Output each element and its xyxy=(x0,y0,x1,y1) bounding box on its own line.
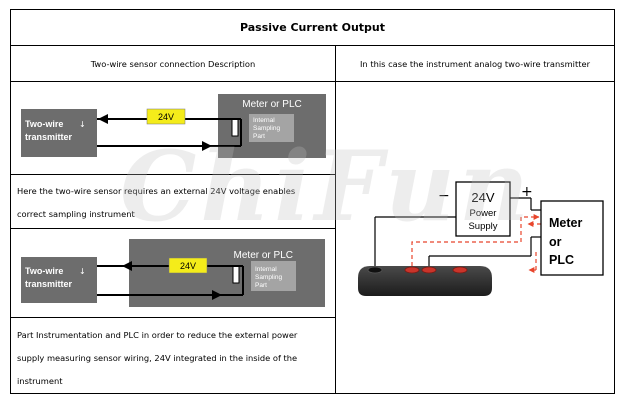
voltage-badge xyxy=(146,108,186,125)
current-arrow-icon: ↓ xyxy=(79,267,86,276)
meter-line-3: PLC xyxy=(549,253,574,267)
text-line: Part Instrumentation and PLC in order to… xyxy=(17,330,298,340)
sampling-line-2: Sampling xyxy=(255,274,282,281)
sampling-line-2: Sampling xyxy=(253,125,280,132)
transmitter-device-icon xyxy=(358,266,492,296)
text-line: Here the two-wire sensor requires an ext… xyxy=(17,186,296,196)
text-line: supply measuring sensor wiring, 24V inte… xyxy=(17,353,298,363)
sampling-box xyxy=(251,261,296,291)
minus-sign: − xyxy=(438,188,450,204)
meter-line-1: Meter xyxy=(549,216,582,230)
voltage-label: 24V xyxy=(158,112,174,122)
resistor xyxy=(231,118,239,137)
voltage-badge xyxy=(168,257,208,274)
transmitter-line-1: Two-wire xyxy=(25,119,63,129)
transmitter-box xyxy=(21,257,97,303)
transmitter-box xyxy=(21,109,97,157)
sampling-line-3: Part xyxy=(253,133,265,140)
transmitter-line-2: transmitter xyxy=(25,132,73,142)
plus-sign: + xyxy=(521,184,533,200)
transmitter-line-2: transmitter xyxy=(25,279,73,289)
power-voltage: 24V xyxy=(471,190,494,205)
sampling-box xyxy=(249,114,294,142)
sampling-line-1: Internal xyxy=(253,117,275,124)
diagram-analog-transmitter: 24V Power Supply − + Meter or PLC xyxy=(336,82,614,393)
power-line-2: Supply xyxy=(468,221,497,232)
description-external-24v: Here the two-wire sensor requires an ext… xyxy=(11,175,336,229)
sampling-line-3: Part xyxy=(255,282,267,289)
current-arrow-icon: ↓ xyxy=(79,120,86,129)
diagram-external-24v: Meter or PLC Internal Sampling Part Two-… xyxy=(11,82,336,175)
description-internal-24v: Part Instrumentation and PLC in order to… xyxy=(11,318,336,393)
meter-plc-box xyxy=(540,200,604,276)
meter-label: Meter or PLC xyxy=(242,99,301,110)
meter-line-2: or xyxy=(549,235,562,249)
voltage-label: 24V xyxy=(180,261,196,271)
header-left: Two-wire sensor connection Description xyxy=(11,46,336,82)
transmitter-line-1: Two-wire xyxy=(25,266,63,276)
header-right: In this case the instrument analog two-w… xyxy=(336,46,614,82)
text-line: instrument xyxy=(17,376,63,386)
resistor xyxy=(232,265,240,284)
meter-label: Meter or PLC xyxy=(234,250,293,261)
diagram-internal-24v: Meter or PLC Internal Sampling Part Two-… xyxy=(11,229,336,318)
power-line-1: Power xyxy=(470,208,497,219)
passive-current-output-table: Passive Current Output Two-wire sensor c… xyxy=(10,9,615,394)
table-title: Passive Current Output xyxy=(11,10,614,46)
text-line: correct sampling instrument xyxy=(17,209,135,219)
sampling-line-1: Internal xyxy=(255,266,277,273)
power-supply-box xyxy=(455,181,511,237)
